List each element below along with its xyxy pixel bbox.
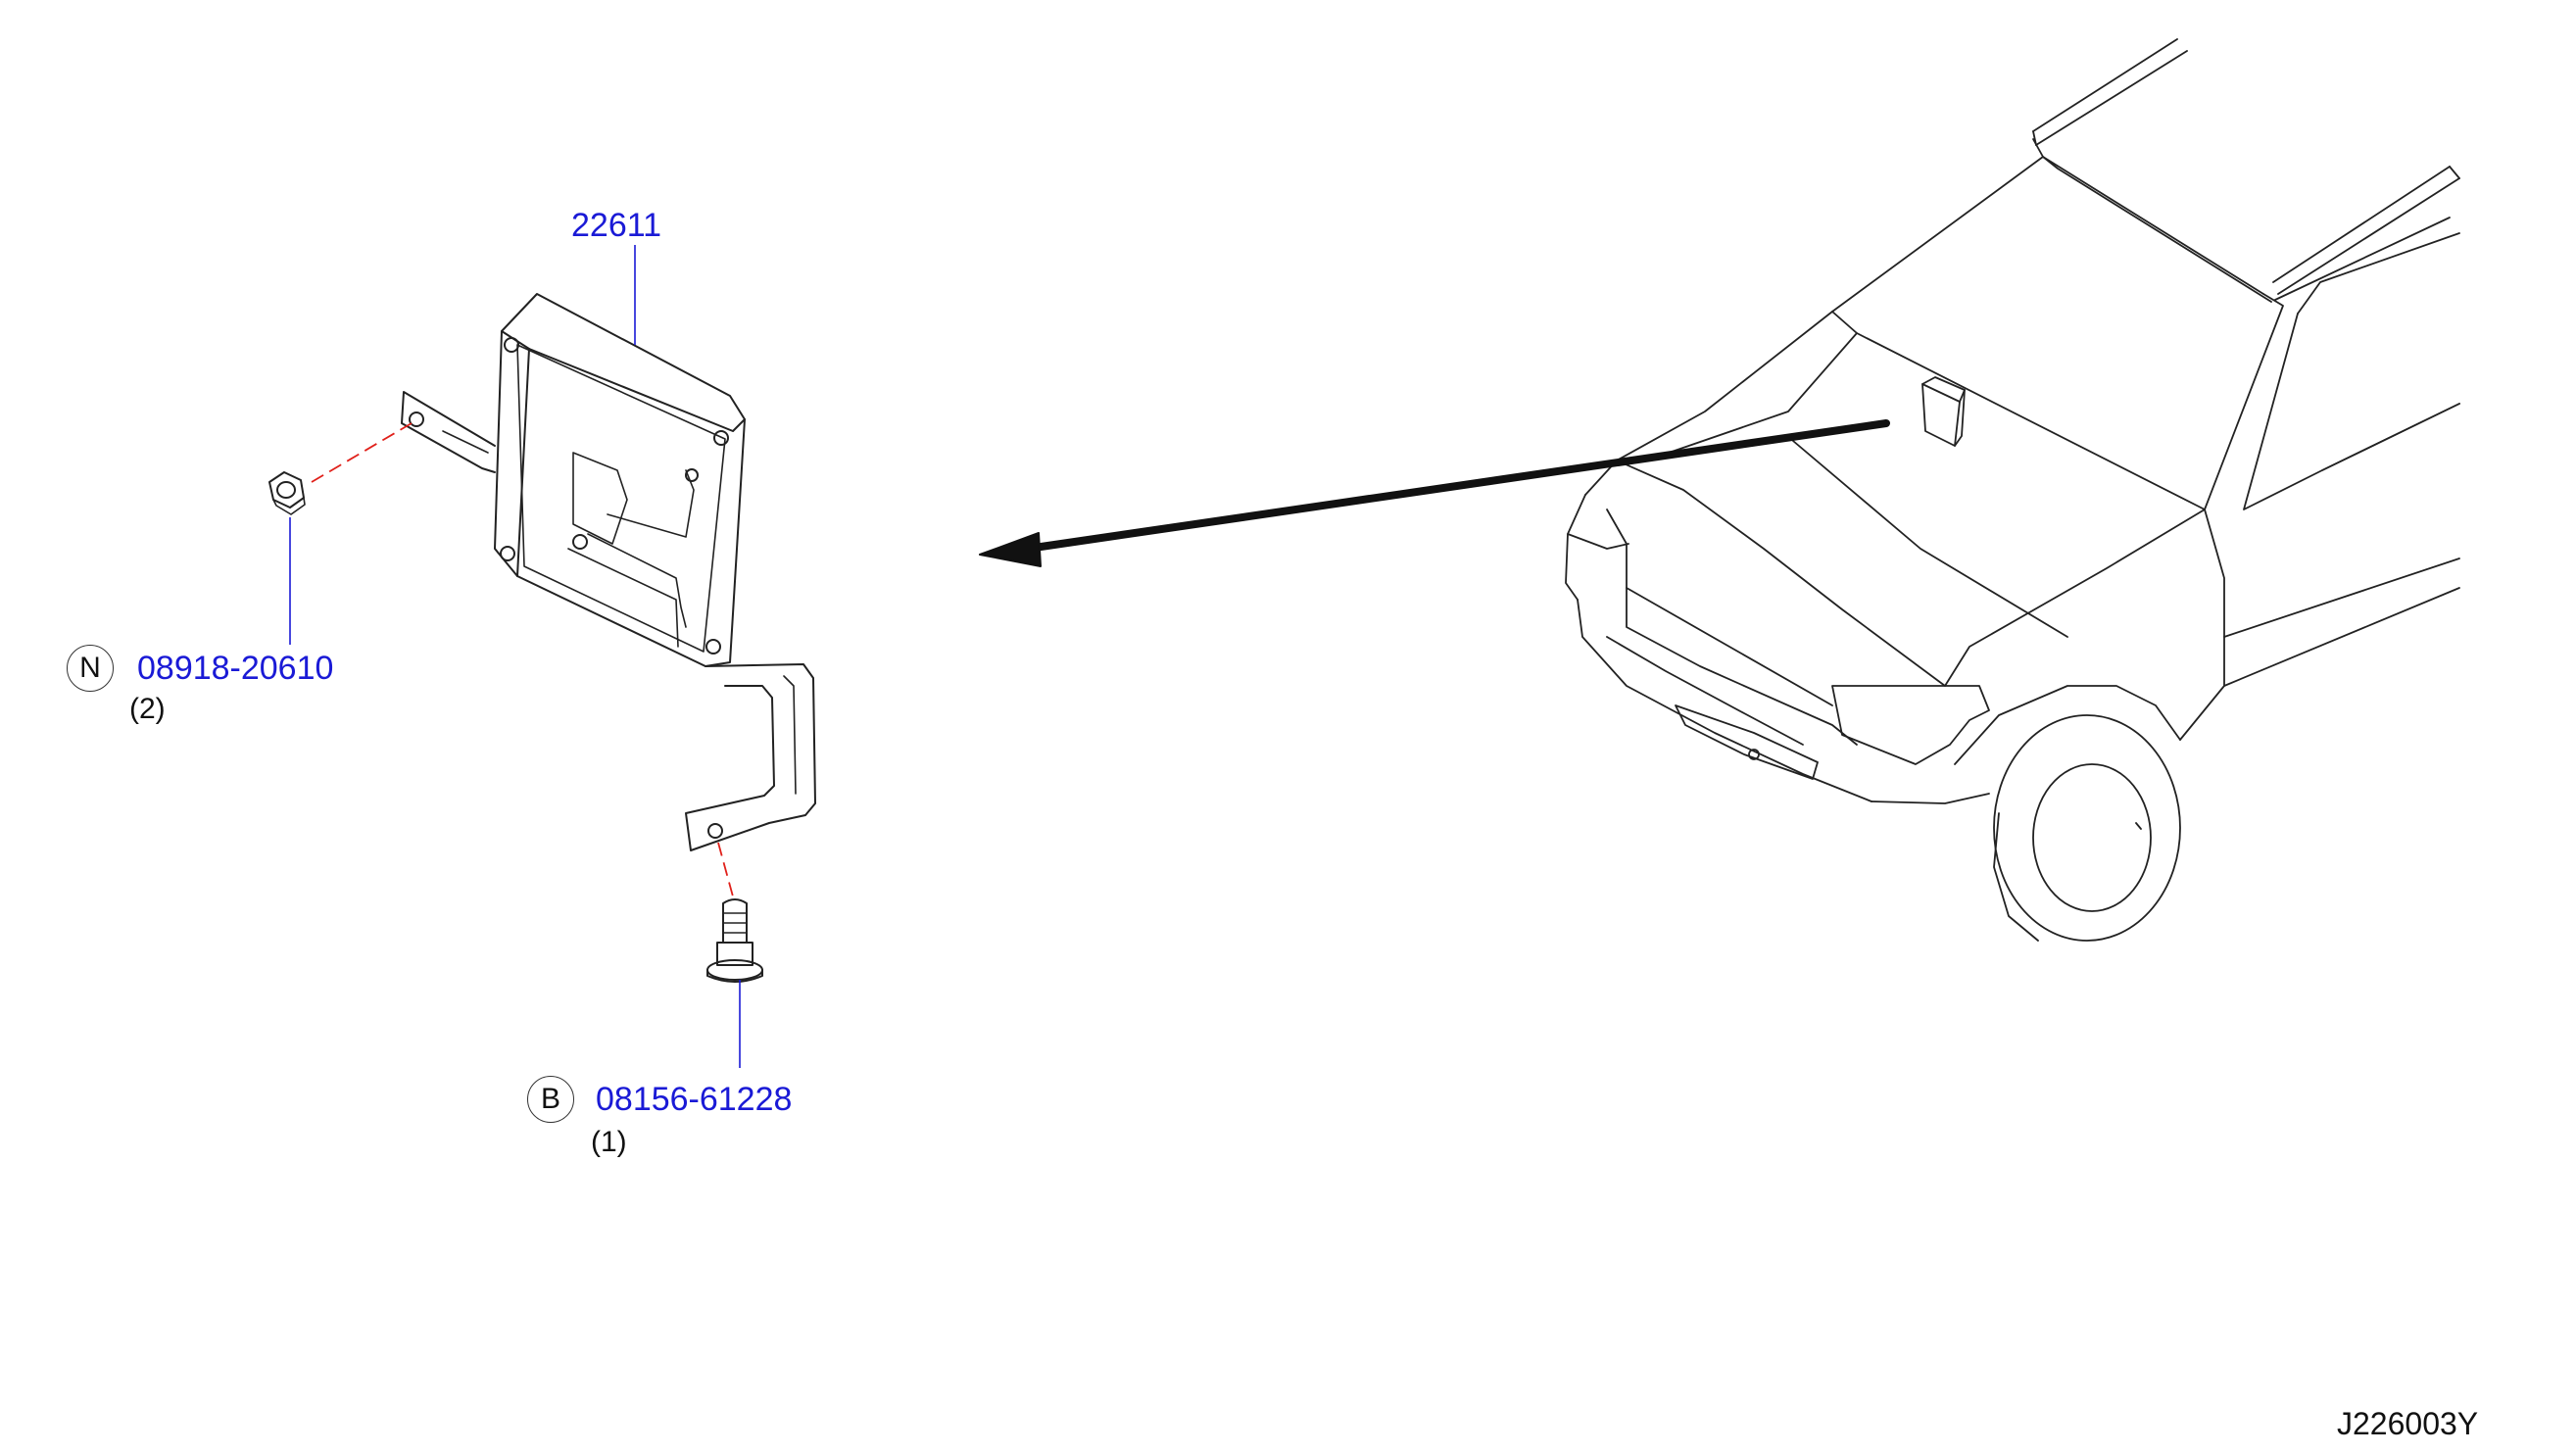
symbol-n-badge: N — [67, 645, 114, 692]
bolt-drawing — [706, 898, 763, 983]
quantity-nut: (2) — [129, 693, 166, 725]
vehicle-drawing — [1565, 38, 2460, 942]
nut-drawing — [268, 471, 306, 515]
location-arrow — [979, 419, 1890, 567]
leader-lines — [289, 245, 741, 1068]
part-number-nut[interactable]: 08918-20610 — [137, 650, 334, 687]
control-unit-drawing — [401, 293, 816, 851]
part-number-bolt[interactable]: 08156-61228 — [596, 1081, 793, 1118]
quantity-bolt: (1) — [591, 1126, 627, 1158]
symbol-b-badge: B — [527, 1076, 574, 1123]
part-number-control-unit[interactable]: 22611 — [571, 207, 662, 244]
drawing-code: J226003Y — [2337, 1406, 2479, 1441]
